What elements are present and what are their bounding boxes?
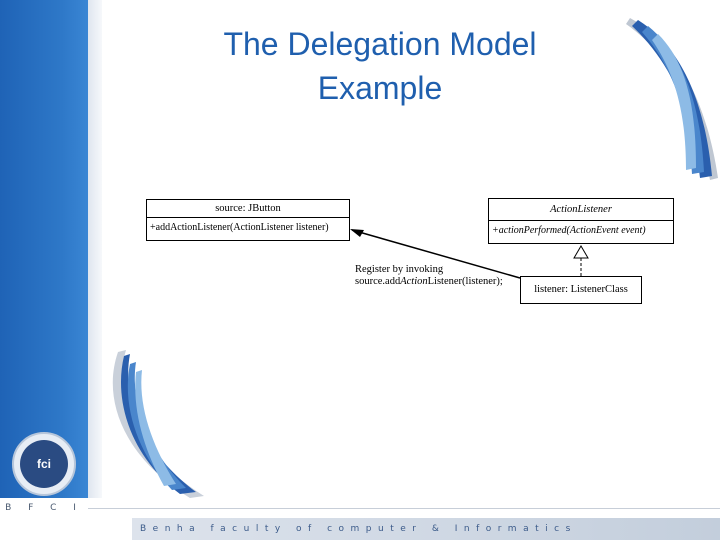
source-jbutton-class-box: source: JButton +addActionListener(Actio… (146, 199, 350, 241)
slide-title-line1: The Delegation Model (223, 26, 537, 62)
top-right-swoosh-decoration (626, 18, 718, 180)
listener-class-box: listener: ListenerClass (520, 276, 642, 304)
action-listener-interface-box: ActionListener +actionPerformed(ActionEv… (488, 198, 674, 244)
faculty-logo-emblem: fci (20, 440, 68, 488)
source-box-operation: +addActionListener(ActionListener listen… (150, 222, 329, 233)
footer-left-fill (0, 518, 132, 540)
interface-box-name: ActionListener (489, 199, 673, 221)
interface-box-operation: +actionPerformed(ActionEvent event) (492, 225, 646, 236)
register-note: Register by invoking source.addActionLis… (355, 264, 503, 288)
footer-strip (132, 518, 720, 540)
register-arrowhead (350, 229, 364, 237)
slide-title-line2: Example (317, 70, 443, 106)
left-blue-bar (0, 0, 88, 498)
footer-faculty-name: Benha faculty of computer & Informatics (140, 524, 577, 534)
register-note-line1: Register by invoking (355, 264, 444, 275)
listener-box-name: listener: ListenerClass (534, 284, 628, 295)
source-box-name: source: JButton (147, 200, 349, 218)
realization-triangle (573, 245, 589, 259)
register-association-line (351, 229, 521, 279)
register-note-line2: source.addActionListener(listener); (355, 276, 503, 288)
bottom-left-swoosh-decoration (112, 350, 204, 498)
left-bar-edge (88, 0, 102, 498)
footer-divider-line (88, 508, 720, 509)
register-note-line2-italic: Action (400, 276, 428, 287)
footer-bfci-label: B F C I (5, 503, 83, 513)
register-note-line2-prefix: source.add (355, 276, 401, 287)
register-note-line2-suffix: Listener(listener); (427, 276, 503, 287)
faculty-logo: fci (12, 432, 76, 496)
slide-title: The Delegation Model Example (150, 22, 610, 110)
